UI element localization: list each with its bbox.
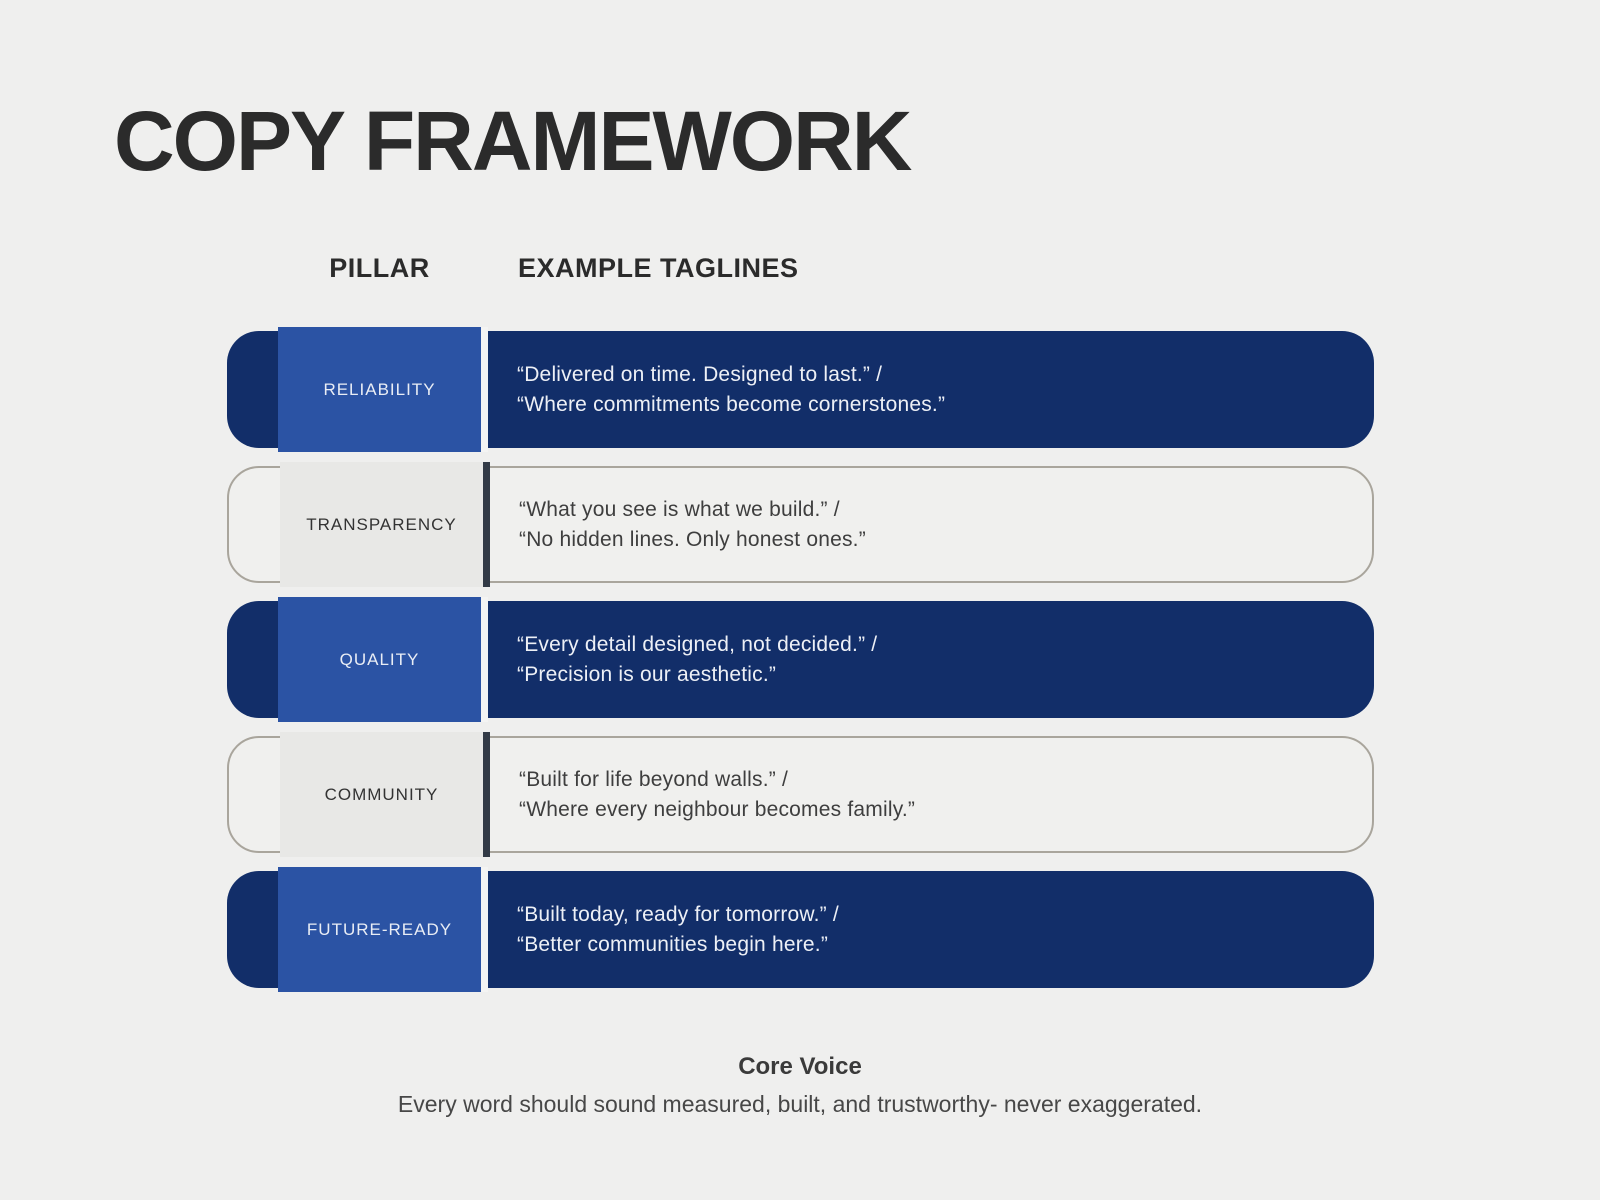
tagline-cell: “Built today, ready for tomorrow.” / “Be… (517, 871, 1344, 988)
pillar-cell: FUTURE-READY (278, 867, 481, 992)
pillar-cell: QUALITY (278, 597, 481, 722)
pillar-cell: COMMUNITY (280, 732, 483, 857)
table-row: FUTURE-READY “Built today, ready for tom… (227, 867, 1374, 992)
tagline-line-1: “What you see is what we build.” / (519, 497, 840, 521)
tagline-line-1: “Delivered on time. Designed to last.” / (517, 362, 883, 386)
tagline-line-2: “No hidden lines. Only honest ones.” (519, 527, 866, 551)
pillar-cell: TRANSPARENCY (280, 462, 483, 587)
tagline-line-2: “Where commitments become cornerstones.” (517, 392, 946, 416)
tagline-line-1: “Every detail designed, not decided.” / (517, 632, 878, 656)
column-divider (481, 867, 488, 992)
tagline-cell: “Delivered on time. Designed to last.” /… (517, 331, 1344, 448)
tagline-line-2: “Where every neighbour becomes family.” (519, 797, 916, 821)
tagline-line-1: “Built for life beyond walls.” / (519, 767, 789, 791)
tagline-cell: “Built for life beyond walls.” / “Where … (519, 738, 1342, 851)
column-header-pillar: PILLAR (329, 253, 430, 283)
column-header-example-taglines: EXAMPLE TAGLINES (518, 253, 799, 283)
tagline-line-2: “Precision is our aesthetic.” (517, 662, 777, 686)
column-divider (481, 327, 488, 452)
table-row: QUALITY “Every detail designed, not deci… (227, 597, 1374, 722)
tagline-cell: “What you see is what we build.” / “No h… (519, 468, 1342, 581)
table-row: RELIABILITY “Delivered on time. Designed… (227, 327, 1374, 452)
core-voice-heading: Core Voice (738, 1053, 862, 1080)
table-row: TRANSPARENCY “What you see is what we bu… (227, 462, 1374, 587)
copy-framework-table: RELIABILITY “Delivered on time. Designed… (227, 327, 1374, 992)
tagline-cell: “Every detail designed, not decided.” / … (517, 601, 1344, 718)
core-voice-body: Every word should sound measured, built,… (397, 1091, 1203, 1117)
page-title: COPY FRAMEWORK (114, 94, 912, 188)
column-divider (483, 462, 490, 587)
footer: Core Voice Every word should sound measu… (0, 1052, 1600, 1119)
column-divider (483, 732, 490, 857)
table-row: COMMUNITY “Built for life beyond walls.”… (227, 732, 1374, 857)
tagline-line-2: “Better communities begin here.” (517, 932, 829, 956)
tagline-line-1: “Built today, ready for tomorrow.” / (517, 902, 839, 926)
pillar-cell: RELIABILITY (278, 327, 481, 452)
column-divider (481, 597, 488, 722)
